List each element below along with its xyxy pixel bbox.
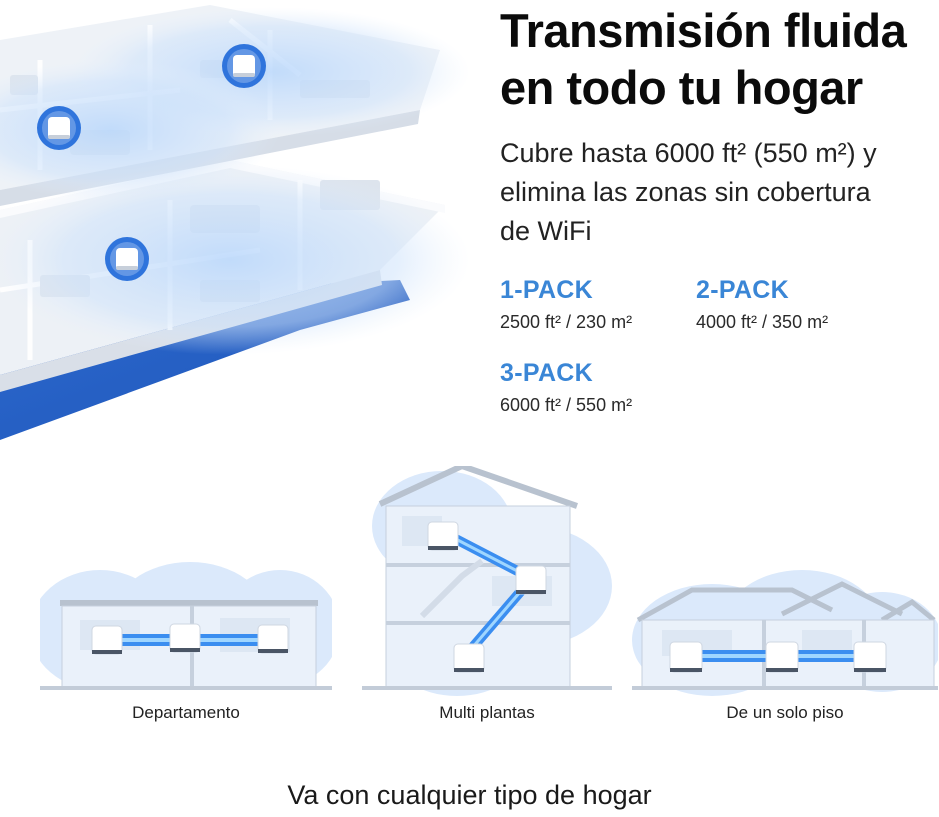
router-icon: [257, 624, 289, 654]
router-icon: [427, 521, 459, 551]
router-icon: [453, 643, 485, 673]
pack-area-3: 6000 ft² / 550 m²: [500, 395, 633, 415]
coverage-description: Cubre hasta 6000 ft² (550 m²) y elimina …: [500, 134, 930, 251]
apartment-illustration: [40, 562, 332, 690]
router-icon: [91, 625, 123, 655]
subhead-line: de WiFi: [500, 216, 592, 246]
headline-line: Transmisión fluida: [500, 4, 907, 57]
subhead-line: Cubre hasta 6000 ft² (550 m²) y: [500, 138, 877, 168]
pack-title-1: 1-PACK: [500, 276, 594, 304]
router-icon: [222, 44, 266, 88]
router-icon: [765, 641, 799, 673]
router-icon: [853, 641, 887, 673]
footer-tagline: Va con cualquier tipo de hogar: [287, 780, 652, 810]
single-floor-house-illustration: [632, 570, 938, 696]
router-icon: [669, 641, 703, 673]
pack-area-2: 4000 ft² / 350 m²: [696, 312, 829, 332]
house-type-label: Multi plantas: [439, 703, 535, 722]
page-title: Transmisión fluida en todo tu hogar: [500, 2, 939, 116]
router-icon: [105, 237, 149, 281]
router-icon: [169, 623, 201, 653]
multi-floor-house-illustration: [362, 466, 612, 696]
house-type-label: Departamento: [132, 703, 240, 722]
subhead-line: elimina las zonas sin cobertura: [500, 177, 871, 207]
router-icon: [37, 106, 81, 150]
headline-line: en todo tu hogar: [500, 61, 863, 114]
floor-plan-illustration: [0, 5, 470, 440]
router-icon: [515, 565, 547, 595]
pack-title-2: 2-PACK: [696, 276, 790, 304]
pack-title-3: 3-PACK: [500, 359, 594, 387]
pack-area-1: 2500 ft² / 230 m²: [500, 312, 633, 332]
house-type-label: De un solo piso: [726, 703, 844, 722]
